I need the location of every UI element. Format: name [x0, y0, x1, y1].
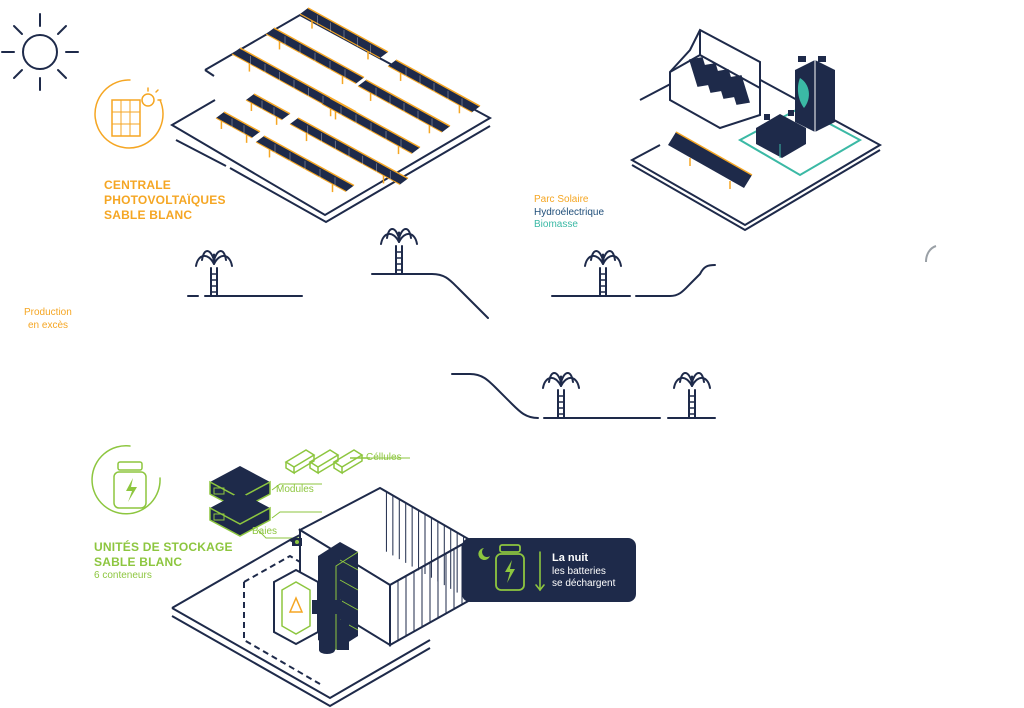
label-leaders — [257, 457, 410, 539]
palm-tree-icon — [584, 250, 622, 297]
production-label: Production en excès — [24, 307, 72, 332]
night-title: La nuit — [552, 552, 589, 564]
solar-panel-row — [289, 117, 409, 185]
transformer — [312, 600, 349, 654]
night-discharge-card: La nuit les batteries se déchargent — [462, 538, 636, 602]
storage-dashed-zone — [243, 554, 321, 685]
night-line: se déchargent — [552, 578, 616, 590]
hydro-dam-icon — [689, 57, 750, 105]
plant-title-line: SABLE BLANC — [104, 208, 193, 222]
landscape-lines — [187, 264, 716, 419]
arrow-down-icon — [535, 551, 545, 592]
solar-panel-row — [245, 93, 291, 125]
solar-panel-row — [387, 59, 481, 114]
palm-tree-icon — [542, 372, 580, 419]
palm-tree-icon — [673, 372, 711, 419]
storage-subtitle: 6 conteneurs — [94, 570, 152, 581]
battery-icon — [495, 544, 525, 591]
battery-modules-icon — [209, 466, 271, 537]
cells-label: Céllules — [366, 452, 402, 463]
plant-title-line: PHOTOVOLTAÏQUES — [104, 193, 226, 207]
legend-solar: Parc Solaire — [534, 194, 589, 205]
arc-icon — [925, 245, 937, 263]
production-line: en excès — [28, 319, 69, 331]
sun-icon — [1, 13, 79, 91]
plant-title-line: CENTRALE — [104, 178, 171, 192]
battery-cells-icon — [284, 449, 370, 475]
legend-biomass: Biomasse — [534, 219, 578, 230]
storage-title-line: SABLE BLANC — [94, 555, 183, 569]
solar-panel-row — [265, 27, 365, 85]
storage-title: UNITÉS DE STOCKAGE SABLE BLANC — [94, 540, 233, 570]
palm-trees — [195, 228, 711, 419]
battery-badge-icon — [91, 445, 161, 515]
hydro-site-panels — [668, 131, 753, 189]
night-line: les batteries — [552, 565, 606, 577]
night-icons — [478, 544, 545, 592]
palm-tree-icon — [195, 250, 233, 297]
legend-hydro: Hydroélectrique — [534, 206, 605, 218]
camera-icon — [292, 538, 302, 546]
biomass-unit-icon — [737, 56, 863, 177]
storage-title-line: UNITÉS DE STOCKAGE — [94, 540, 233, 554]
solar-panel-arrays — [215, 7, 481, 193]
electrical-cabinet — [273, 568, 319, 646]
plant-title: CENTRALE PHOTOVOLTAÏQUES SABLE BLANC — [104, 178, 226, 223]
production-line: Production — [24, 307, 72, 318]
solar-panel-icon — [94, 79, 164, 149]
racks-label: Baies — [252, 526, 278, 537]
solar-panel-row — [357, 79, 451, 134]
modules-label: Modules — [276, 484, 314, 495]
solar-panel-row — [255, 135, 355, 193]
night-text-block: La nuit les batteries se déchargent — [552, 552, 615, 591]
solar-plant-ground — [170, 13, 493, 224]
solar-panel-row — [321, 97, 421, 155]
palm-tree-icon — [380, 228, 418, 275]
solar-panel-row — [215, 111, 261, 143]
moon-icon — [478, 548, 490, 560]
energy-legend: Parc Solaire Hydroélectrique Biomasse — [534, 194, 604, 232]
solar-panel-row — [299, 7, 389, 60]
